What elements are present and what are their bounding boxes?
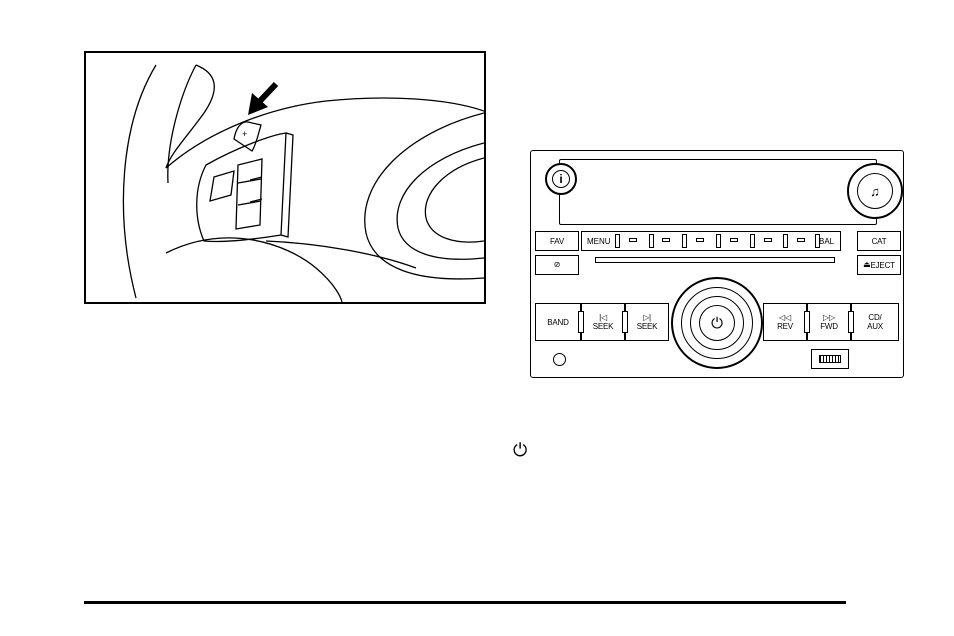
fav-label: FAV (550, 236, 564, 246)
bal-label: BAL (819, 237, 835, 246)
seek-forward-icon: ▷| (643, 312, 651, 322)
cd-aux-button[interactable]: CD/ AUX (851, 303, 899, 341)
preset-strip (581, 231, 841, 251)
fav-button[interactable]: FAV (535, 231, 579, 251)
button-divider (622, 311, 628, 333)
rewind-icon: ◁◁ (779, 312, 791, 322)
clock-button[interactable]: ⊘ (535, 255, 579, 275)
display-screen (559, 159, 877, 225)
info-icon: i (559, 172, 563, 186)
eject-icon: ⏏ (863, 260, 871, 269)
steering-wheel-drawing: + (122, 64, 484, 302)
preset-indicator (629, 238, 637, 242)
rev-button[interactable]: ◁◁ REV (763, 303, 807, 341)
preset-button-1[interactable] (615, 234, 620, 248)
power-symbol-inline: ⏻ (513, 440, 527, 460)
preset-button-7[interactable] (815, 234, 820, 248)
aux-label: AUX (867, 322, 883, 331)
seek-back-icon: |◁ (599, 312, 607, 322)
preset-indicator (764, 238, 772, 242)
preset-button-6[interactable] (783, 234, 788, 248)
aux-jack (553, 353, 566, 366)
cd-label: CD/ (868, 313, 882, 322)
preset-indicator (797, 238, 805, 242)
fwd-label: FWD (820, 321, 838, 331)
radio-faceplate: i ♫ FAV MENU BAL CAT ⊘ ⏏ EJECT BA (530, 150, 904, 378)
button-divider (578, 311, 584, 333)
cat-label: CAT (871, 236, 887, 246)
preset-button-3[interactable] (682, 234, 687, 248)
seek-forward-button[interactable]: ▷| SEEK (625, 303, 669, 341)
tune-knob[interactable]: ♫ (847, 163, 903, 219)
preset-button-2[interactable] (649, 234, 654, 248)
footer-rule (84, 601, 846, 604)
clock-icon: ⊘ (553, 260, 561, 269)
rev-label: REV (777, 321, 793, 331)
band-label: BAND (547, 317, 569, 327)
seek-back-label: SEEK (592, 321, 614, 331)
preset-button-5[interactable] (750, 234, 755, 248)
seek-back-button[interactable]: |◁ SEEK (581, 303, 625, 341)
button-divider (804, 311, 810, 333)
paddle-plus-label: + (242, 129, 247, 139)
eject-label: EJECT (870, 260, 896, 270)
arrow-down-left-icon (248, 81, 279, 115)
power-icon: ⏻ (711, 314, 723, 332)
button-divider (848, 311, 854, 333)
eject-button[interactable]: ⏏ EJECT (857, 255, 901, 275)
power-icon: ⏻ (513, 440, 528, 460)
band-button[interactable]: BAND (535, 303, 581, 341)
cat-button[interactable]: CAT (857, 231, 901, 251)
volume-knob-outer[interactable]: ⏻ (671, 277, 763, 369)
fast-forward-icon: ▷▷ (823, 312, 835, 322)
preset-indicator (730, 238, 738, 242)
power-button[interactable]: ⏻ (699, 305, 735, 341)
seek-forward-label: SEEK (636, 321, 658, 331)
cd-slot (595, 257, 835, 263)
steering-wheel-figure: + (84, 51, 486, 304)
preset-indicator (662, 238, 670, 242)
menu-button[interactable]: MENU (587, 237, 611, 246)
music-note-icon: ♫ (870, 183, 880, 199)
fwd-button[interactable]: ▷▷ FWD (807, 303, 851, 341)
preset-indicator (696, 238, 704, 242)
preset-button-4[interactable] (716, 234, 721, 248)
info-knob[interactable]: i (545, 163, 577, 195)
usb-port (811, 349, 849, 369)
